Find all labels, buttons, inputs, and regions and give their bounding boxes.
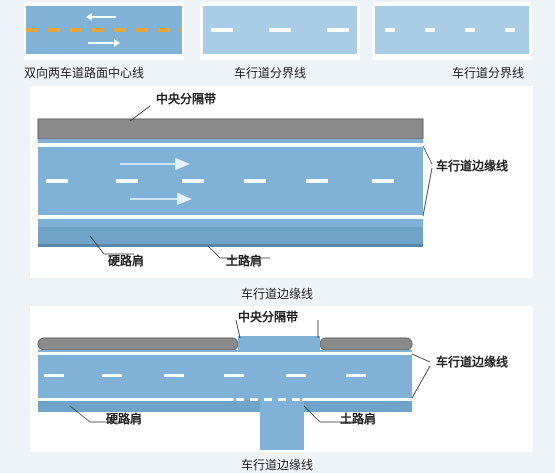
lane-divider-road-2 <box>375 6 529 54</box>
two-way-road-surface <box>26 6 182 54</box>
lane-divider-road-1 <box>203 6 357 54</box>
hard-shoulder-label: 硬路肩 <box>106 412 143 426</box>
soil-shoulder-edge <box>38 244 423 247</box>
center-line-panel <box>24 2 184 60</box>
median-strip-left <box>37 337 239 351</box>
top-edge-line <box>38 352 412 355</box>
lane-divider-panel-2 <box>372 2 532 60</box>
hard-shoulder-surface <box>38 227 423 247</box>
carriageway <box>38 139 423 227</box>
arrow-right-head-icon <box>114 39 120 47</box>
soil-shoulder-label: 土路肩 <box>226 254 263 268</box>
edge-line-diagram-2: 中央分隔带 车行道边缘线 硬路肩 土路肩 <box>30 306 533 452</box>
white-dashed-line <box>375 28 529 32</box>
median-label: 中央分隔带 <box>238 310 299 324</box>
hard-shoulder-label: 硬路肩 <box>108 254 145 268</box>
edge-line-label: 车行道边缘线 <box>436 159 509 173</box>
bottom-edge-line-left <box>38 398 234 401</box>
lane-dashes <box>46 179 394 183</box>
shoulder-band <box>38 400 412 412</box>
lane-dashes <box>44 374 366 377</box>
edge-line-diagram-1-svg <box>37 105 433 259</box>
side-road <box>260 400 304 450</box>
top-edge-line <box>38 143 423 147</box>
arrow-right-icon <box>88 42 114 44</box>
direction-arrows <box>120 157 192 206</box>
lane-divider-caption-2: 车行道分界线 <box>452 66 525 80</box>
yellow-center-line <box>26 28 182 32</box>
leader-lines <box>89 105 433 259</box>
leader-lines <box>69 319 431 423</box>
white-dashed-line <box>203 28 357 32</box>
soil-shoulder-label: 土路肩 <box>340 412 377 426</box>
diagram2-caption: 车行道边缘线 <box>241 458 314 472</box>
edge-line-label: 车行道边缘线 <box>436 355 509 369</box>
bottom-edge-line <box>38 215 423 219</box>
center-line-caption: 双向两车道路面中心线 <box>24 66 145 80</box>
edge-line-diagram-1: 中央分隔带 车行道边缘线 硬路肩 土路肩 <box>30 86 533 278</box>
median-label: 中央分隔带 <box>156 92 217 106</box>
arrow-left-icon <box>90 16 116 18</box>
bottom-edge-line-right <box>302 398 412 401</box>
intersection-dashed-edge <box>236 398 300 401</box>
median-opening <box>238 336 320 352</box>
lane-divider-panel-1 <box>200 2 360 60</box>
lane-divider-caption-1: 车行道分界线 <box>234 66 307 80</box>
median-strip <box>37 118 424 140</box>
diagram1-caption: 车行道边缘线 <box>241 287 314 301</box>
arrow-left-head-icon <box>86 13 92 21</box>
edge-line-diagram-2-svg <box>37 319 431 450</box>
median-strip-right <box>319 337 413 351</box>
